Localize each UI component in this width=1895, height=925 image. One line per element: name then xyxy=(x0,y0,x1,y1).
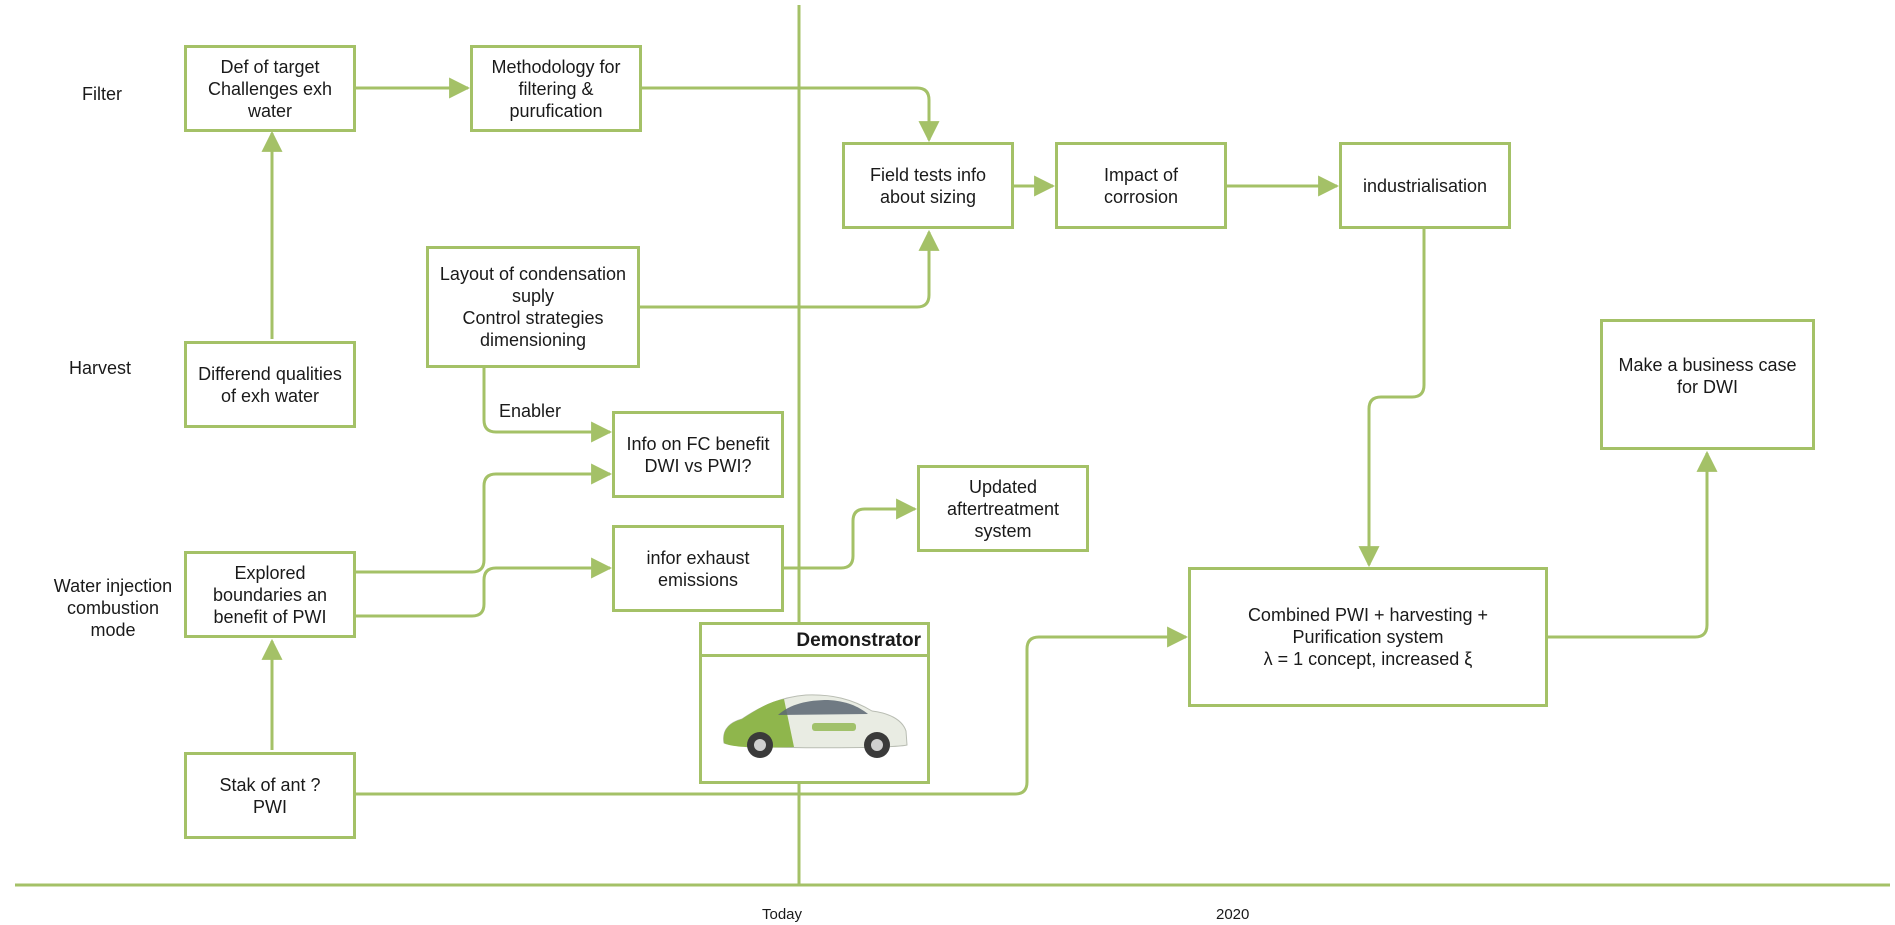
car-logo-stripe xyxy=(812,723,856,731)
node-business-case[interactable]: Make a business case for DWI xyxy=(1600,319,1815,450)
node-label: Impact of corrosion xyxy=(1103,164,1179,207)
node-impact-of-corrosion[interactable]: Impact of corrosion xyxy=(1055,142,1227,229)
node-def-of-target[interactable]: Def of target Challenges exh water xyxy=(184,45,356,132)
node-label: infor exhaust emissions xyxy=(646,547,750,590)
lane-label-water-injection: Water injection combustion mode xyxy=(53,576,173,640)
edge-layout-to-field-tests xyxy=(640,229,940,309)
node-label: Differend qualities of exh water xyxy=(198,363,342,406)
edge-industrialisation-to-combined xyxy=(1358,229,1426,568)
node-label: Layout of condensation suply Control str… xyxy=(439,264,627,350)
node-label: Methodology for filtering & purufication xyxy=(491,56,621,121)
edge-explored-to-info-fc xyxy=(356,463,613,574)
edge-layout-to-info-fc xyxy=(482,365,613,443)
node-label: Field tests info about sizing xyxy=(869,164,987,207)
node-label: Make a business case for DWI xyxy=(1618,355,1797,397)
node-infor-exhaust-emissions[interactable]: infor exhaust emissions xyxy=(612,525,784,612)
node-differend-qualities[interactable]: Differend qualities of exh water xyxy=(184,341,356,428)
timeline-label-today: Today xyxy=(762,906,803,923)
car-window xyxy=(778,700,868,715)
node-label: Def of target Challenges exh water xyxy=(207,56,333,121)
timeline-label-2020: 2020 xyxy=(1216,906,1250,923)
node-label: Explored boundaries an benefit of PWI xyxy=(212,562,328,627)
lane-label-filter: Filter xyxy=(82,84,122,104)
node-label: Combined PWI + harvesting + Purification… xyxy=(1247,605,1489,669)
demonstrator-title: Demonstrator xyxy=(702,625,927,657)
node-label: Info on FC benefit DWI vs PWI? xyxy=(626,433,770,476)
node-updated-aftertreatment[interactable]: Updated aftertreatment system xyxy=(917,465,1089,552)
node-info-on-fc-benefit[interactable]: Info on FC benefit DWI vs PWI? xyxy=(612,411,784,498)
lane-label-harvest: Harvest xyxy=(68,358,131,378)
edge-stak-to-combined xyxy=(356,626,1189,796)
node-methodology[interactable]: Methodology for filtering & purufication xyxy=(470,45,642,132)
demonstrator-panel[interactable]: Demonstrator xyxy=(699,622,930,784)
node-label: Stak of ant ? PWI xyxy=(219,774,321,817)
node-stak-of-ant[interactable]: Stak of ant ? PWI xyxy=(184,752,356,839)
node-industrialisation[interactable]: industrialisation xyxy=(1339,142,1511,229)
car-front-hub xyxy=(754,739,766,751)
node-layout-of-condensation[interactable]: Layout of condensation suply Control str… xyxy=(426,246,640,368)
edge-methodology-to-field-tests xyxy=(640,86,940,143)
car-rear-hub xyxy=(871,739,883,751)
edge-combined-to-business xyxy=(1548,450,1718,639)
node-field-tests[interactable]: Field tests info about sizing xyxy=(842,142,1014,229)
car-green-panel xyxy=(723,699,794,748)
car-illustration xyxy=(723,694,908,758)
node-label: Updated aftertreatment system xyxy=(946,476,1060,541)
edge-explored-to-infor-exhaust xyxy=(356,557,613,618)
node-explored-boundaries[interactable]: Explored boundaries an benefit of PWI xyxy=(184,551,356,638)
node-label: industrialisation xyxy=(1362,175,1488,196)
node-combined-pwi[interactable]: Combined PWI + harvesting + Purification… xyxy=(1188,567,1548,707)
edge-infor-exhaust-to-updated xyxy=(784,498,918,570)
edge-label-enabler: Enabler xyxy=(499,401,562,421)
